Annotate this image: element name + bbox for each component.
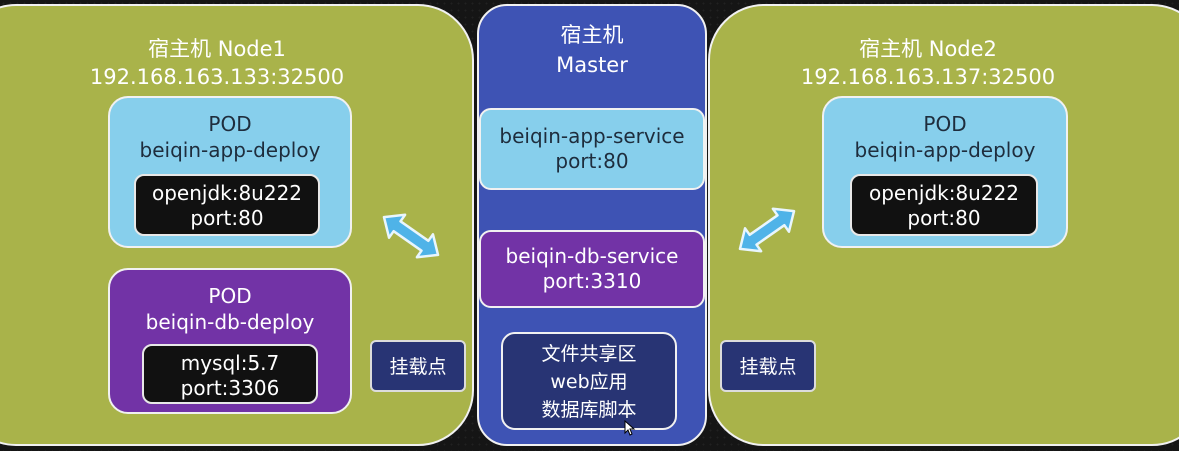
container-image: openjdk:8u222 [151, 181, 303, 205]
node2-address: 192.168.163.137:32500 [800, 65, 1056, 89]
master-subtitle: Master [556, 53, 628, 77]
service-port: port:3310 [542, 269, 642, 293]
container-port: port:3306 [180, 376, 280, 400]
container-port: port:80 [190, 206, 264, 230]
double-arrow-icon [382, 213, 440, 259]
pod-label: POD [208, 112, 252, 136]
double-arrow-icon [738, 207, 796, 253]
node1-db-pod: POD beiqin-db-deploy mysql:5.7 port:3306 [108, 268, 352, 414]
share-line: 数据库脚本 [541, 399, 637, 421]
node2-title: 宿主机 Node2 [859, 37, 997, 61]
share-line: 文件共享区 [541, 343, 637, 365]
node1-address: 192.168.163.133:32500 [89, 65, 345, 89]
node1-app-container: openjdk:8u222 port:80 [134, 174, 320, 236]
container-port: port:80 [907, 206, 981, 230]
app-service-box: beiqin-app-service port:80 [479, 108, 705, 190]
node2-mount-point: 挂载点 [720, 340, 816, 392]
pod-name: beiqin-db-deploy [145, 310, 315, 334]
node1-mount-point: 挂载点 [370, 340, 466, 392]
share-line: web应用 [550, 371, 628, 393]
db-service-box: beiqin-db-service port:3310 [479, 230, 705, 308]
service-port: port:80 [555, 149, 629, 173]
node1-title: 宿主机 Node1 [148, 37, 286, 61]
service-name: beiqin-db-service [505, 244, 679, 268]
cursor-icon [624, 420, 636, 436]
pod-name: beiqin-app-deploy [139, 138, 321, 162]
container-image: openjdk:8u222 [868, 181, 1020, 205]
pod-label: POD [923, 112, 967, 136]
node2-app-pod: POD beiqin-app-deploy openjdk:8u222 port… [822, 96, 1068, 248]
node1-app-pod: POD beiqin-app-deploy openjdk:8u222 port… [108, 96, 352, 248]
file-share-box: 文件共享区 web应用 数据库脚本 [501, 332, 677, 430]
pod-label: POD [208, 284, 252, 308]
pod-name: beiqin-app-deploy [854, 138, 1036, 162]
container-image: mysql:5.7 [180, 351, 280, 375]
node1-db-container: mysql:5.7 port:3306 [142, 344, 318, 404]
node2-app-container: openjdk:8u222 port:80 [850, 174, 1038, 236]
service-name: beiqin-app-service [499, 124, 685, 148]
master-host: 宿主机 Master beiqin-app-service port:80 be… [477, 4, 707, 446]
master-title: 宿主机 [560, 23, 624, 47]
